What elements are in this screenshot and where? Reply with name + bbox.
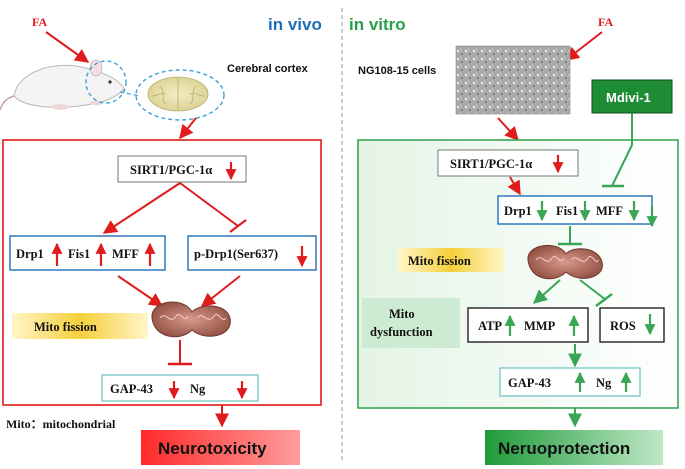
neurotoxicity-label: Neurotoxicity <box>158 439 267 458</box>
cell-culture-image <box>455 45 571 115</box>
zoom-connector <box>119 91 141 97</box>
vivo-gap43-box <box>101 374 259 402</box>
fa-right-label: FA <box>598 15 613 29</box>
in-vivo-heading: in vivo <box>268 15 322 34</box>
vivo-sirt1-box <box>117 155 247 183</box>
dysfunction-line1: Mito <box>389 307 415 321</box>
vivo-drp1-label: Drp1 <box>16 247 44 261</box>
vitro-fission-label: Mito fission <box>408 254 471 268</box>
vivo-pdrp1-label: p-Drp1(Ser637) <box>194 247 278 261</box>
neuroprotection-label: Neruoprotection <box>498 439 630 458</box>
vitro-drp1-label: Drp1 <box>504 204 532 218</box>
cells-to-box-arrow <box>497 117 519 142</box>
mouse-icon <box>0 59 125 111</box>
in-vivo-pathway-box <box>2 139 322 406</box>
brain-icon <box>147 76 209 112</box>
vivo-mitochondria-icon <box>151 301 231 338</box>
neuroprotection-banner <box>485 430 663 465</box>
dysfunction-line2: dysfunction <box>370 325 433 339</box>
sirt1-to-drp1-arrow <box>102 182 181 234</box>
in-vitro-heading: in vitro <box>349 15 406 34</box>
vivo-fission-badge <box>12 313 148 339</box>
pdrp1-to-mito-arrow <box>200 275 241 307</box>
dysfunction-badge <box>362 298 460 348</box>
fa-left-arrow <box>45 31 90 63</box>
vitro-ros-label: ROS <box>610 319 636 333</box>
vitro-mmp-label: MMP <box>524 319 556 333</box>
brain-zoom-ellipse <box>135 69 225 121</box>
vivo-drp1-group-box <box>9 235 166 271</box>
vivo-mff-label: MFF <box>112 247 139 261</box>
vivo-sirt1-label: SIRT1/PGC-1α <box>130 163 212 177</box>
vitro-mitochondria-icon <box>527 244 603 280</box>
vitro-fis1-label: Fis1 <box>556 204 578 218</box>
vitro-sirt1-to-drp1-arrow <box>507 176 521 196</box>
neurotoxicity-banner <box>141 430 300 465</box>
brain-to-box-arrow <box>179 117 197 140</box>
vitro-atp-label: ATP <box>478 319 502 333</box>
fa-right-arrow <box>564 31 603 61</box>
vitro-ng-label: Ng <box>596 376 612 390</box>
cells-label: NG108-15 cells <box>358 65 436 77</box>
vivo-fission-label: Mito fission <box>34 320 97 334</box>
abbreviation-note: Mito：mitochondrial <box>6 417 116 431</box>
vitro-atp-box <box>467 307 589 343</box>
mdivi1-label: Mdivi-1 <box>606 90 651 105</box>
sirt1-to-pdrp1-inhibit <box>179 182 239 227</box>
mdivi1-box <box>591 79 673 114</box>
vitro-mff-label: MFF <box>596 204 623 218</box>
mito-to-atp-arrow <box>532 279 561 304</box>
vivo-pdrp1-box <box>187 235 317 271</box>
cerebral-cortex-label: Cerebral cortex <box>227 63 309 75</box>
vitro-sirt1-label: SIRT1/PGC-1α <box>450 157 532 171</box>
vitro-gap43-box <box>499 367 641 397</box>
vivo-gap43-label: GAP-43 <box>110 382 153 396</box>
fa-left-label: FA <box>32 15 47 29</box>
vivo-fis1-label: Fis1 <box>68 247 90 261</box>
mito-to-ros-inhibit <box>579 279 607 301</box>
vivo-ng-label: Ng <box>190 382 206 396</box>
mouse-head-highlight <box>85 60 127 104</box>
vitro-gap43-label: GAP-43 <box>508 376 551 390</box>
vitro-fission-badge <box>398 248 504 272</box>
drp1-to-mito-arrow <box>117 275 164 307</box>
